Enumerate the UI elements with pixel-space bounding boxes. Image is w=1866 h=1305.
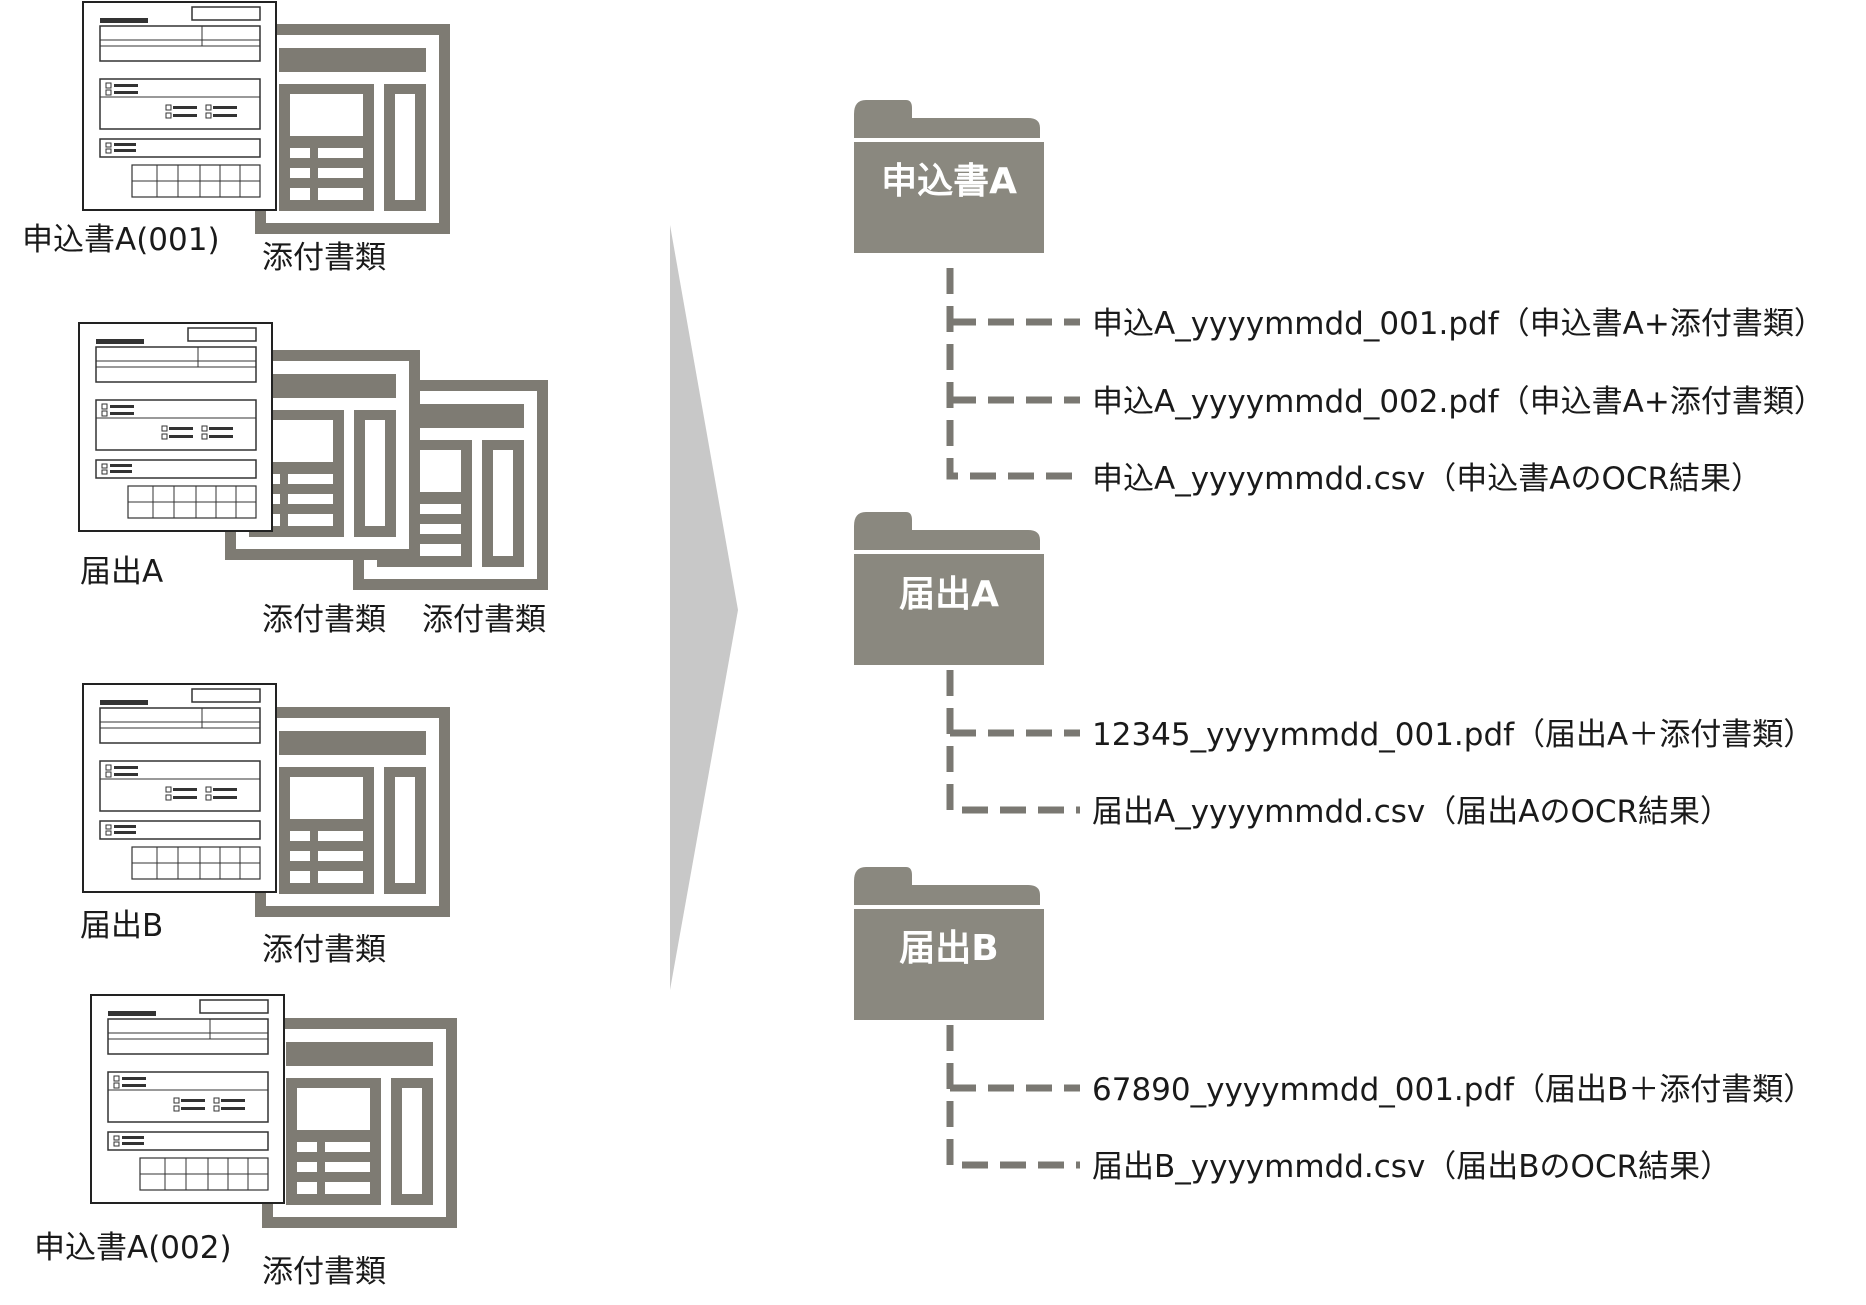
tree-connector bbox=[946, 1025, 1080, 1169]
file-entry: 申込A_yyyymmdd.csv（申込書AのOCR結果） bbox=[1092, 461, 1762, 497]
file-entry: 申込A_yyyymmdd_001.pdf（申込書A+添付書類） bbox=[1092, 306, 1825, 342]
attachment-document-icon bbox=[255, 707, 450, 917]
document-group-2: 届出A 添付書類 添付書類 bbox=[78, 322, 548, 638]
folder-group-3: 届出B 67890_yyyymmdd_001.pdf（届出B＋添付書類） 届出B… bbox=[854, 867, 1814, 1185]
file-entry: 67890_yyyymmdd_001.pdf（届出B＋添付書類） bbox=[1092, 1072, 1814, 1108]
notification-form-icon bbox=[78, 322, 273, 532]
attachment-label: 添付書類 bbox=[422, 602, 546, 638]
document-group-1: 申込書A(001) 添付書類 bbox=[22, 1, 450, 276]
attachment-label: 添付書類 bbox=[262, 240, 386, 276]
notification-form-icon bbox=[82, 683, 277, 893]
folder-label: 届出A bbox=[899, 574, 999, 615]
folder-group-1: 申込書A 申込A_yyyymmdd_001.pdf（申込書A+添付書類） 申込A… bbox=[854, 100, 1825, 497]
process-arrow bbox=[670, 225, 738, 990]
document-group-3: 届出B 添付書類 bbox=[80, 683, 450, 968]
document-label: 申込書A(001) bbox=[22, 222, 220, 258]
document-label: 届出A bbox=[80, 554, 163, 590]
attachment-document-icon bbox=[255, 24, 450, 234]
file-entry: 12345_yyyymmdd_001.pdf（届出A＋添付書類） bbox=[1092, 717, 1814, 753]
document-label: 申込書A(002) bbox=[34, 1230, 232, 1266]
application-form-icon bbox=[82, 1, 277, 211]
tree-connector bbox=[946, 268, 1080, 480]
tree-connector bbox=[946, 670, 1080, 814]
attachment-label: 添付書類 bbox=[262, 1254, 386, 1290]
file-entry: 届出A_yyyymmdd.csv（届出AのOCR結果） bbox=[1092, 794, 1731, 830]
folder-group-2: 届出A 12345_yyyymmdd_001.pdf（届出A＋添付書類） 届出A… bbox=[854, 512, 1814, 830]
folder-label: 届出B bbox=[899, 928, 998, 969]
attachment-label: 添付書類 bbox=[262, 932, 386, 968]
file-entry: 申込A_yyyymmdd_002.pdf（申込書A+添付書類） bbox=[1092, 384, 1825, 420]
document-label: 届出B bbox=[80, 908, 163, 944]
attachment-document-icon bbox=[262, 1018, 457, 1228]
document-group-4: 申込書A(002) 添付書類 bbox=[34, 994, 457, 1290]
file-entry: 届出B_yyyymmdd.csv（届出BのOCR結果） bbox=[1092, 1149, 1731, 1185]
application-form-icon bbox=[90, 994, 285, 1204]
attachment-label: 添付書類 bbox=[262, 602, 386, 638]
folder-label: 申込書A bbox=[881, 161, 1017, 202]
